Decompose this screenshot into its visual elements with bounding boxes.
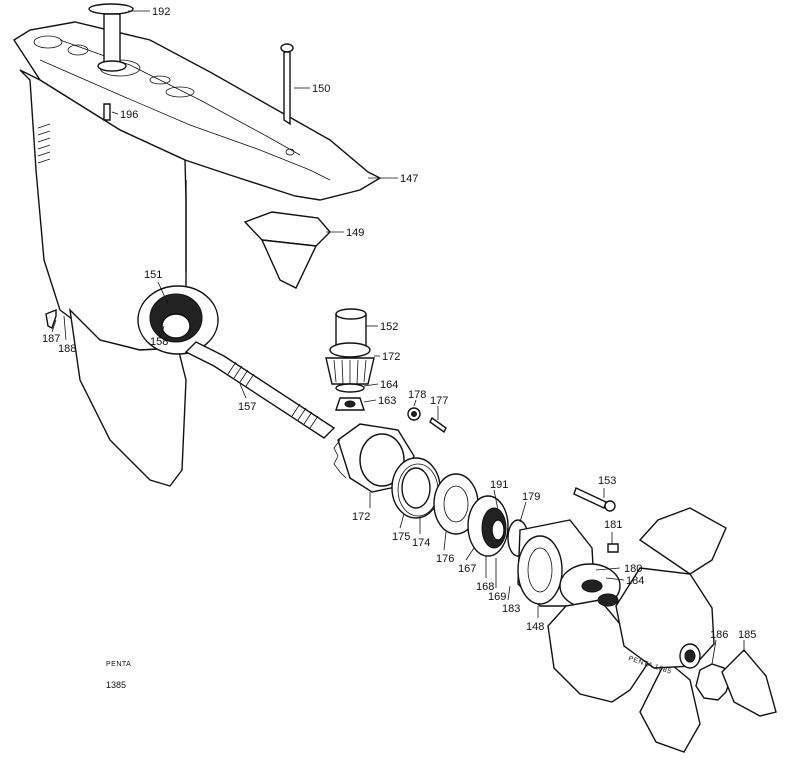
label-174: 174 <box>412 537 430 549</box>
part-labels: 192 150 196 147 149 151 158 187 188 152 … <box>42 6 756 641</box>
label-175: 175 <box>392 531 410 543</box>
label-158: 158 <box>150 336 168 348</box>
label-191: 191 <box>490 479 508 491</box>
label-178: 178 <box>408 389 426 401</box>
label-151: 151 <box>144 269 162 281</box>
label-167: 167 <box>458 563 476 575</box>
label-149: 149 <box>346 227 364 239</box>
nut-178 <box>407 407 421 421</box>
label-177: 177 <box>430 395 448 407</box>
label-147: 147 <box>400 173 418 185</box>
tab-washer-186 <box>695 663 731 701</box>
drive-shaft <box>88 3 134 72</box>
label-184: 184 <box>626 575 644 587</box>
label-172-rear: 172 <box>352 511 370 523</box>
label-186: 186 <box>710 629 728 641</box>
label-179: 179 <box>522 491 540 503</box>
label-164: 164 <box>380 379 398 391</box>
label-185: 185 <box>738 629 756 641</box>
label-168: 168 <box>476 581 494 593</box>
screw-187 <box>45 308 57 329</box>
label-180: 180 <box>624 563 642 575</box>
label-150: 150 <box>312 83 330 95</box>
label-152: 152 <box>380 321 398 333</box>
bearing-175 <box>391 457 441 519</box>
label-181: 181 <box>604 519 622 531</box>
label-196: 196 <box>120 109 138 121</box>
propeller <box>547 507 727 753</box>
pinion-assembly <box>325 308 375 411</box>
screw-196 <box>103 103 111 121</box>
label-148: 148 <box>526 621 544 633</box>
label-183: 183 <box>502 603 520 615</box>
label-157: 157 <box>238 401 256 413</box>
bearing-carrier <box>467 495 529 557</box>
bolt-150 <box>280 43 294 126</box>
figure-code: 1385 <box>106 680 126 690</box>
label-176: 176 <box>436 553 454 565</box>
label-187: 187 <box>42 333 60 345</box>
label-192: 192 <box>152 6 170 18</box>
screw-153 <box>573 487 616 512</box>
screw-181 <box>607 543 619 553</box>
brand-note: PENTA <box>106 661 131 668</box>
label-169: 169 <box>488 591 506 603</box>
label-163: 163 <box>378 395 396 407</box>
label-172-gear: 172 <box>382 351 400 363</box>
leader-lines <box>51 10 745 665</box>
stud-177 <box>429 416 447 434</box>
propeller-shaft-157 <box>184 341 336 439</box>
label-188: 188 <box>58 343 76 355</box>
prop-nut-185 <box>721 648 777 717</box>
label-153: 153 <box>598 475 616 487</box>
anode-149 <box>243 211 331 289</box>
